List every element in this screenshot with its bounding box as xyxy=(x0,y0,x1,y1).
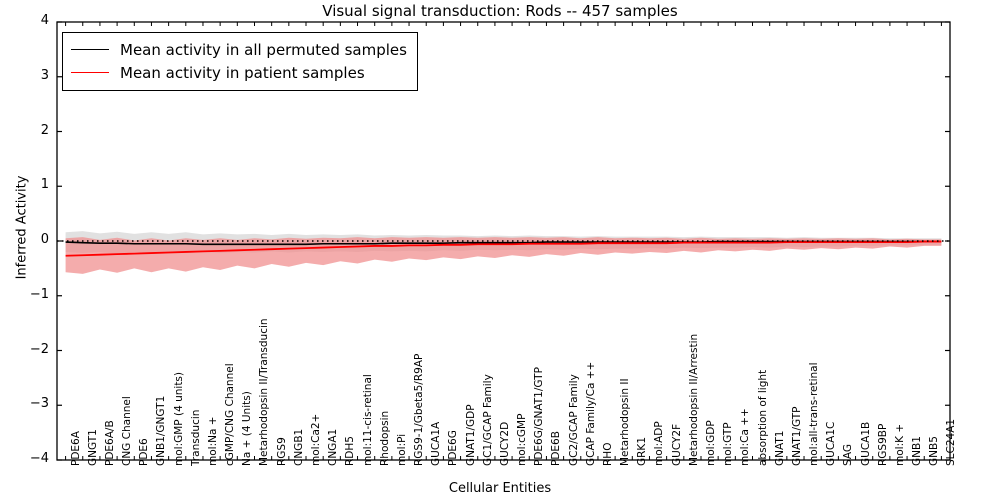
x-tick-label: Metarhodopsin II/Transducin xyxy=(258,318,271,466)
x-tick-label: SLC24A1 xyxy=(945,418,958,466)
x-tick-label: mol:GDP xyxy=(704,420,717,466)
y-tick-label: 2 xyxy=(40,122,49,138)
x-tick-label: mol:GTP xyxy=(722,422,735,466)
x-tick-label: GUCY2D xyxy=(498,421,511,466)
x-tick-label: PDE6A/B xyxy=(103,420,116,466)
x-tick-label: mol:Ca2+ xyxy=(310,413,322,466)
x-tick-label: Metarhodopsin II/Arrestin xyxy=(687,333,700,466)
x-tick-label: GCAP Family/Ca ++ xyxy=(584,361,597,466)
x-tick-label: GNB1 xyxy=(911,436,924,466)
x-tick-label: GNGT1 xyxy=(86,429,99,466)
x-tick-label: mol:Na + xyxy=(206,416,219,466)
x-tick-label: GNB5 xyxy=(928,436,941,466)
x-tick-label: mol:cGMP xyxy=(516,413,529,466)
x-tick-label: GNAT1/GDP xyxy=(464,404,477,466)
x-tick-label: Na + (4 Units) xyxy=(241,391,254,466)
legend-label-permuted: Mean activity in all permuted samples xyxy=(120,40,407,59)
x-tick-label: Metarhodopsin II xyxy=(619,378,632,466)
x-tick-label: GRK1 xyxy=(636,437,649,466)
x-tick-label: GUCA1B xyxy=(859,421,872,466)
x-tick-label: GNAT1/GTP xyxy=(790,406,803,467)
chart-title: Visual signal transduction: Rods -- 457 … xyxy=(322,2,678,20)
x-tick-label: SAG xyxy=(842,444,855,466)
x-tick-label: mol:K + xyxy=(893,423,906,466)
x-tick-label: CNGA1 xyxy=(327,428,340,466)
x-tick-label: mol:11-cis-retinal xyxy=(361,374,374,466)
x-tick-label: GNAT1 xyxy=(773,430,786,466)
y-tick-label: −2 xyxy=(29,341,49,357)
x-tick-label: GUCY2F xyxy=(670,423,683,466)
x-tick-label: GUCA1C xyxy=(825,421,838,466)
x-tick-label: mol:all-trans-retinal xyxy=(808,362,821,466)
x-tick-label: PDE6G xyxy=(447,430,460,466)
x-tick-label: RGS9 xyxy=(275,437,288,466)
legend-label-patient: Mean activity in patient samples xyxy=(120,63,365,82)
y-tick-label: −4 xyxy=(29,451,49,466)
y-tick-label: −3 xyxy=(29,396,49,412)
x-tick-label: GNB1/GNGT1 xyxy=(155,395,168,466)
x-tick-label: CNG Channel xyxy=(121,396,134,466)
x-axis-label: Cellular Entities xyxy=(448,481,552,496)
x-tick-label: PDE6B xyxy=(550,431,563,466)
legend-swatch-permuted xyxy=(71,49,109,50)
x-tick-label: mol:GMP (4 units) xyxy=(172,372,185,466)
legend-item-patient: Mean activity in patient samples xyxy=(71,61,407,84)
x-tick-label: RGS9-1/Gbeta5/R9AP xyxy=(413,353,426,466)
x-tick-label: cGMP/CNG Channel xyxy=(224,363,237,466)
x-tick-label: RHO xyxy=(601,442,614,466)
x-tick-label: mol:Ca ++ xyxy=(739,408,752,466)
y-tick-label: 3 xyxy=(40,67,49,83)
y-tick-label: 4 xyxy=(40,13,49,28)
x-tick-label: GUCA1A xyxy=(430,421,443,466)
x-tick-label: PDE6A xyxy=(69,431,82,466)
x-tick-label: absorption of light xyxy=(756,369,769,466)
legend: Mean activity in all permuted samples Me… xyxy=(62,32,418,91)
x-tick-label: RGS9BP xyxy=(876,423,889,466)
x-tick-label: RDH5 xyxy=(344,436,357,466)
y-tick-label: 0 xyxy=(40,232,49,247)
x-tick-label: PDE6 xyxy=(138,438,151,466)
y-tick-label: −1 xyxy=(29,286,49,302)
x-tick-label: Transducin xyxy=(189,409,202,466)
x-tick-label: mol:Pi xyxy=(395,433,408,466)
x-tick-label: Rhodopsin xyxy=(378,410,391,466)
x-tick-label: GC1/GCAP Family xyxy=(481,374,494,466)
x-tick-label: CNGB1 xyxy=(292,428,305,466)
legend-item-permuted: Mean activity in all permuted samples xyxy=(71,38,407,61)
x-tick-label: GC2/GCAP Family xyxy=(567,374,580,466)
y-tick-label: 1 xyxy=(40,177,49,193)
x-tick-label: PDE6G/GNAT1/GTP xyxy=(533,367,546,466)
legend-swatch-patient xyxy=(71,72,109,73)
x-tick-label: mol:ADP xyxy=(653,421,666,466)
